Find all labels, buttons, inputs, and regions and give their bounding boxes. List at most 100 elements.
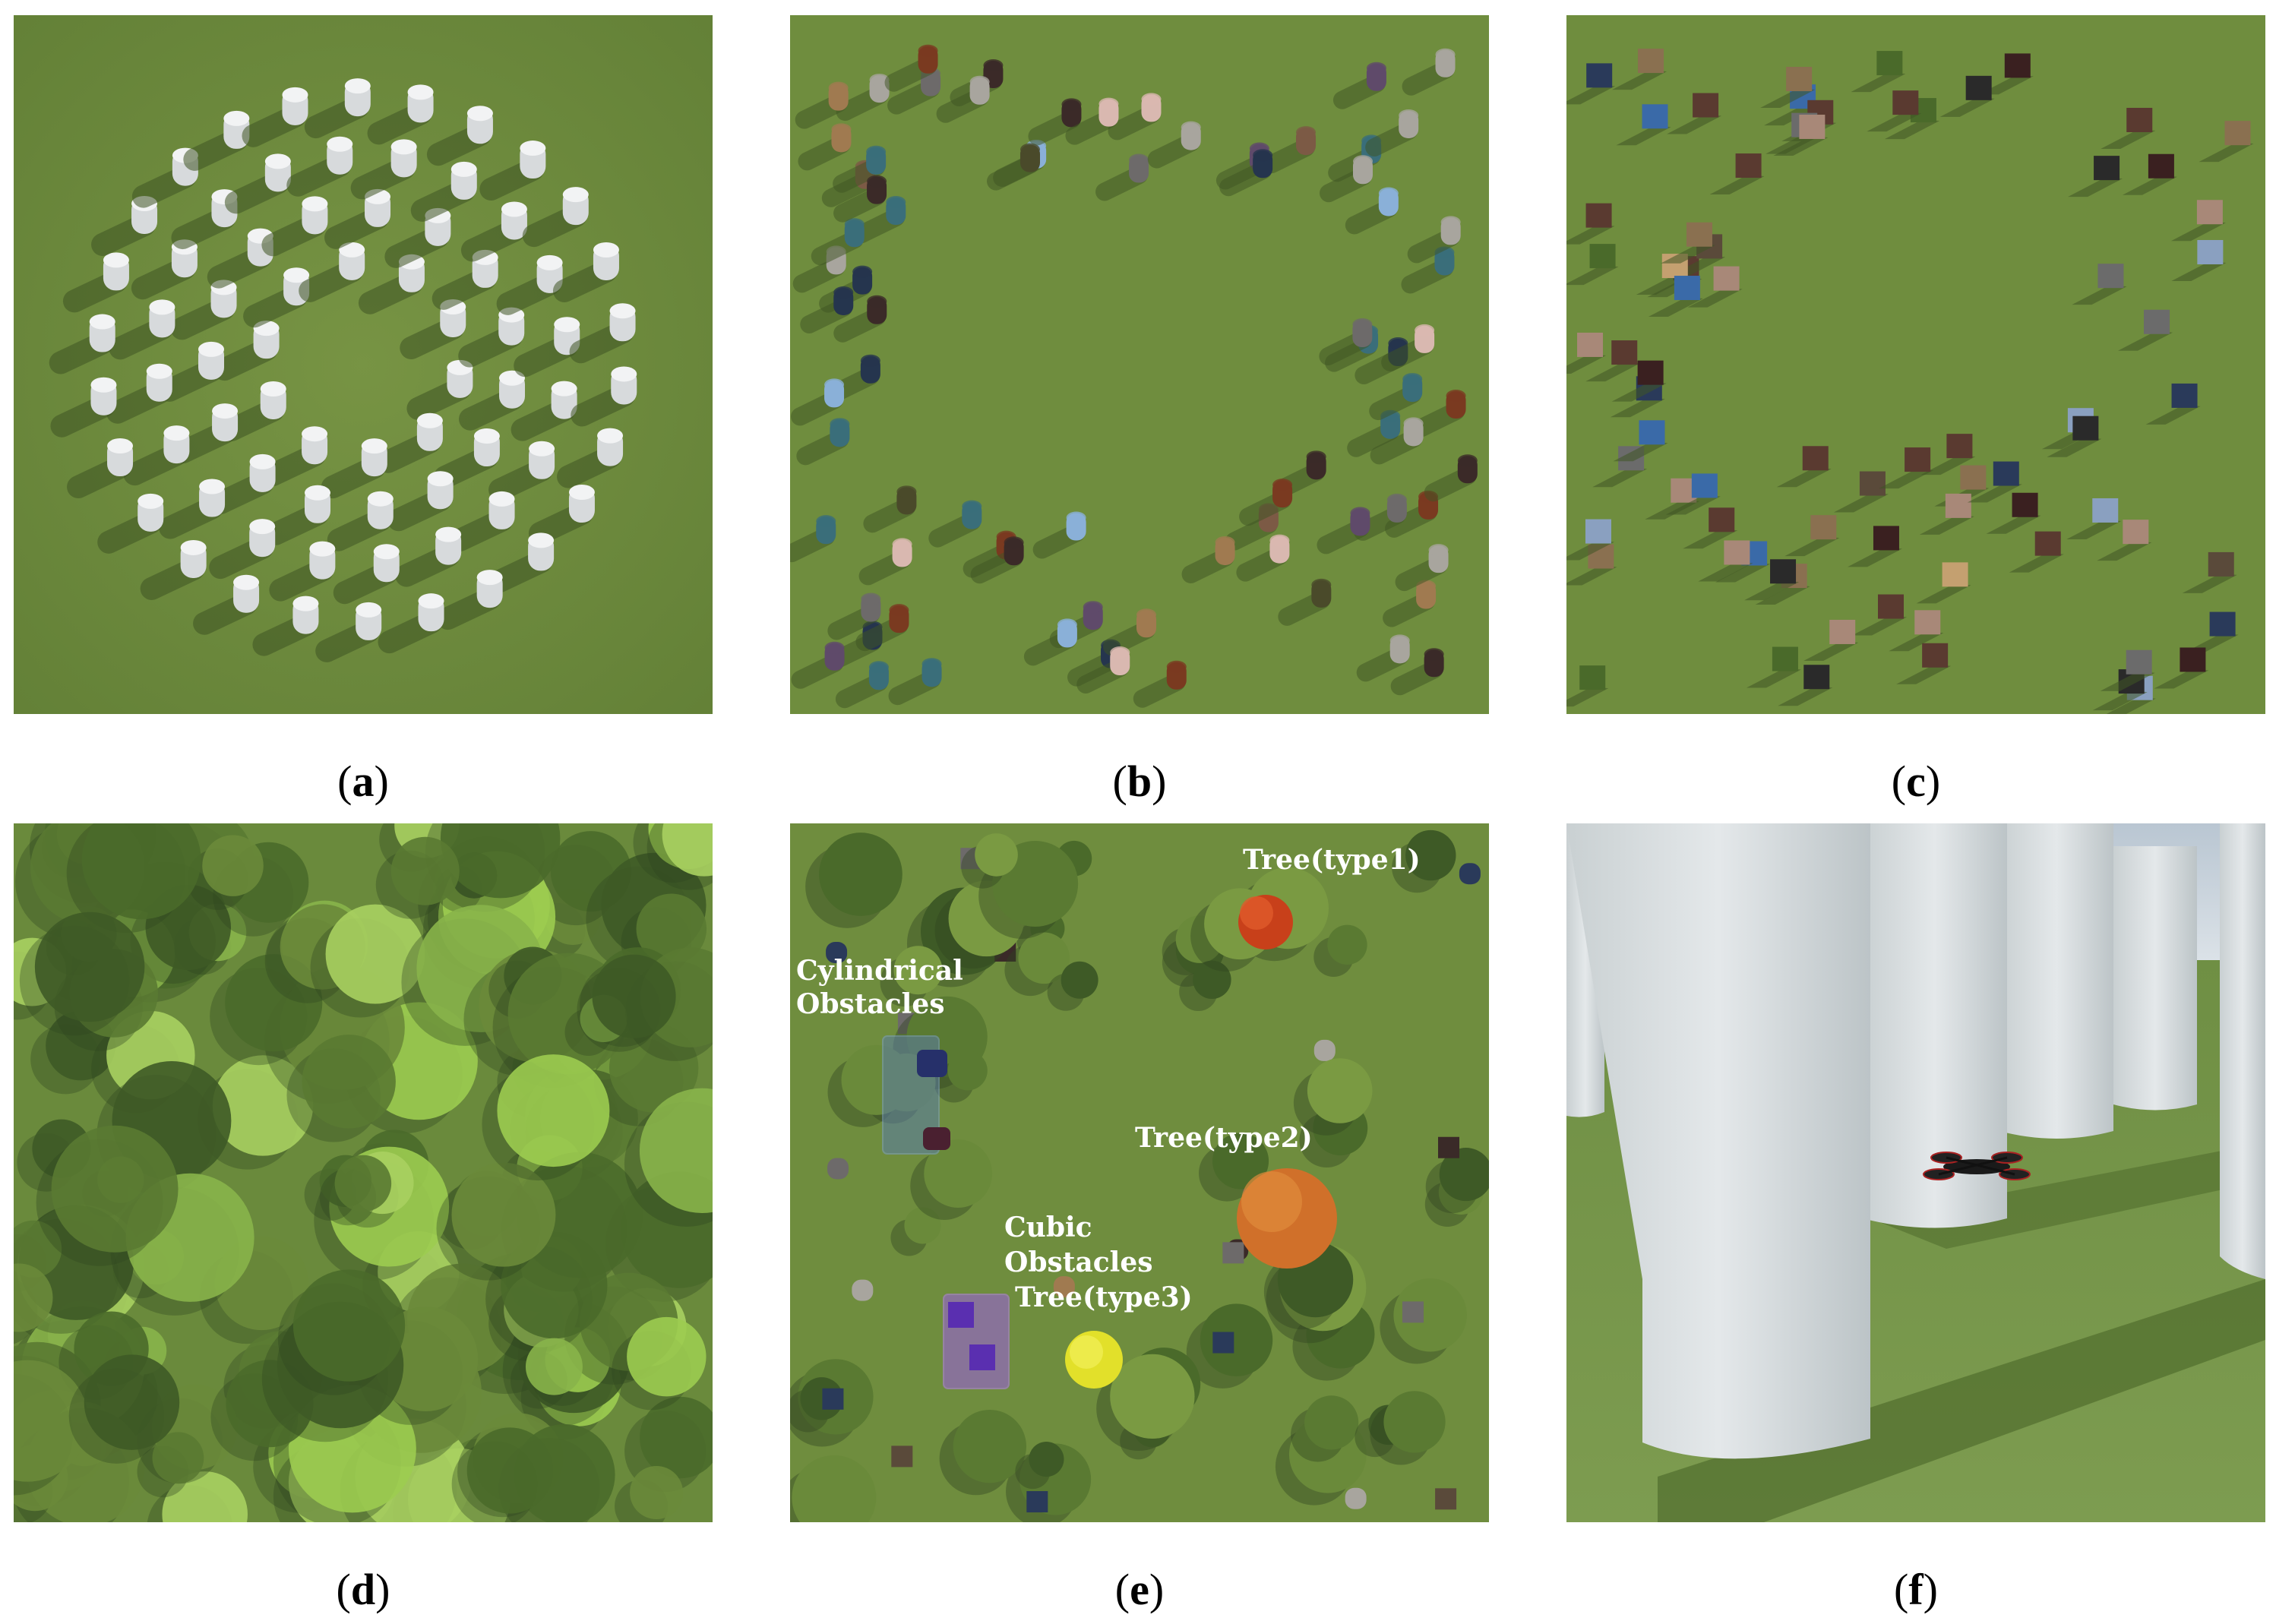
cylinder-top [611,366,637,382]
tree-canopy [953,1409,1026,1483]
cylinder-top [292,596,319,611]
cube-shadow [1585,362,1641,382]
cube-body [1829,619,1856,644]
cylinder-top [1446,390,1466,403]
cube-shadow [2009,552,2064,573]
cylinder-top [107,438,134,454]
cube-shadow [1744,580,1800,601]
cube-shadow [2100,671,2155,691]
cylinder-top [1402,373,1423,386]
cube-shadow [2068,177,2123,197]
pillar-back [1999,823,2113,1139]
cube-shadow [1683,529,1738,549]
tree-canopy [904,1207,941,1244]
caption-letter: d [350,1565,376,1614]
tree-canopy [325,904,425,1004]
obstacle [1345,1487,1367,1509]
cube-body [1770,559,1797,584]
obstacle [822,1388,844,1410]
cylinder-top [367,491,394,507]
cube-shadow [1776,467,1832,488]
cylinder-top [831,123,852,136]
cylinder-top [1350,507,1370,520]
cube-shadow [2154,668,2209,689]
cube-shadow [1566,265,1619,286]
cylinder-top [1004,536,1024,549]
tree-canopies [14,823,713,1522]
caption-b: (b) [790,760,1489,804]
tree-canopy [1061,961,1098,999]
tree-canopy [152,1432,204,1484]
cylinder-top [1269,534,1290,547]
cube-body [2004,53,2031,78]
caption-e: (e) [790,1568,1489,1612]
tree-canopy [1212,1133,1269,1190]
cube-shadow [1939,96,1995,117]
tree-canopy [440,823,561,899]
label-tree-type1: Tree(type1) [1243,844,1421,876]
obstacle [1402,1301,1424,1323]
cube-shadow [1687,287,1743,308]
cylinder-top [163,425,190,441]
tree-canopy [497,1054,610,1167]
cube-body [1693,93,1719,118]
pillar-back [2113,846,2197,1111]
cylinder-top [1440,216,1461,229]
cylinder-top [198,341,225,357]
cube-shadow [1648,297,1703,318]
cube-body [1735,153,1762,179]
cube-body [1876,51,1903,76]
highlighted-cylinder [917,1050,947,1077]
cube-body [2148,153,2174,179]
cube-body [2208,551,2234,577]
cube-body [1637,360,1664,385]
obstacle [1438,1136,1460,1158]
cylinder-top [892,538,912,551]
cube-body [1802,446,1829,471]
cylinder-top [1378,187,1399,200]
caption-letter: a [352,757,375,806]
cylinder-top [1386,493,1407,506]
cylinder-top [427,471,454,487]
caption-letter: c [1906,757,1926,806]
cube-shadow [2171,261,2227,281]
cube-shadow [1986,513,2041,534]
tree-canopy [51,1125,179,1253]
tree-canopy [640,1396,713,1479]
cylinder-top [327,136,353,152]
cube-shadow [2170,221,2226,242]
tree-canopy [819,833,902,916]
cylinder-top [1415,324,1435,336]
cylinder-top [304,485,330,501]
cylinder-top [852,265,873,278]
cube-shadow [1919,514,1974,535]
cube-body [2097,264,2124,289]
tree-canopy [14,1263,53,1332]
tree-canopy [1110,1354,1195,1439]
highlighted-cube [948,1302,974,1328]
cylinder-top [868,661,889,674]
cylinder-top [233,574,260,590]
cylinder-top [309,541,336,557]
cube-body [1638,49,1664,74]
cylinder-top [844,218,865,231]
cube-body [2123,520,2149,545]
cylinder-top [302,426,328,442]
cubic-obstacles [1566,49,2254,714]
cylinder-top [1098,97,1119,110]
cube-shadow [2122,175,2177,195]
cube-shadow [2145,404,2201,425]
tree-canopy [34,912,145,1022]
caption-open-paren: ( [1114,1565,1130,1614]
obstacle [1313,1039,1336,1061]
cylinder-top [529,441,555,457]
panel-d-image [14,823,713,1522]
cube-shadow [2092,690,2148,711]
obstacle [1459,863,1481,885]
cylinder-top [816,515,836,528]
cube-shadow [1610,397,1665,418]
panel-b-mixed-cylinders [790,15,1489,714]
tree-canopy [1304,1395,1359,1450]
panel-b-image [790,15,1489,714]
tree-canopy [1018,932,1070,984]
